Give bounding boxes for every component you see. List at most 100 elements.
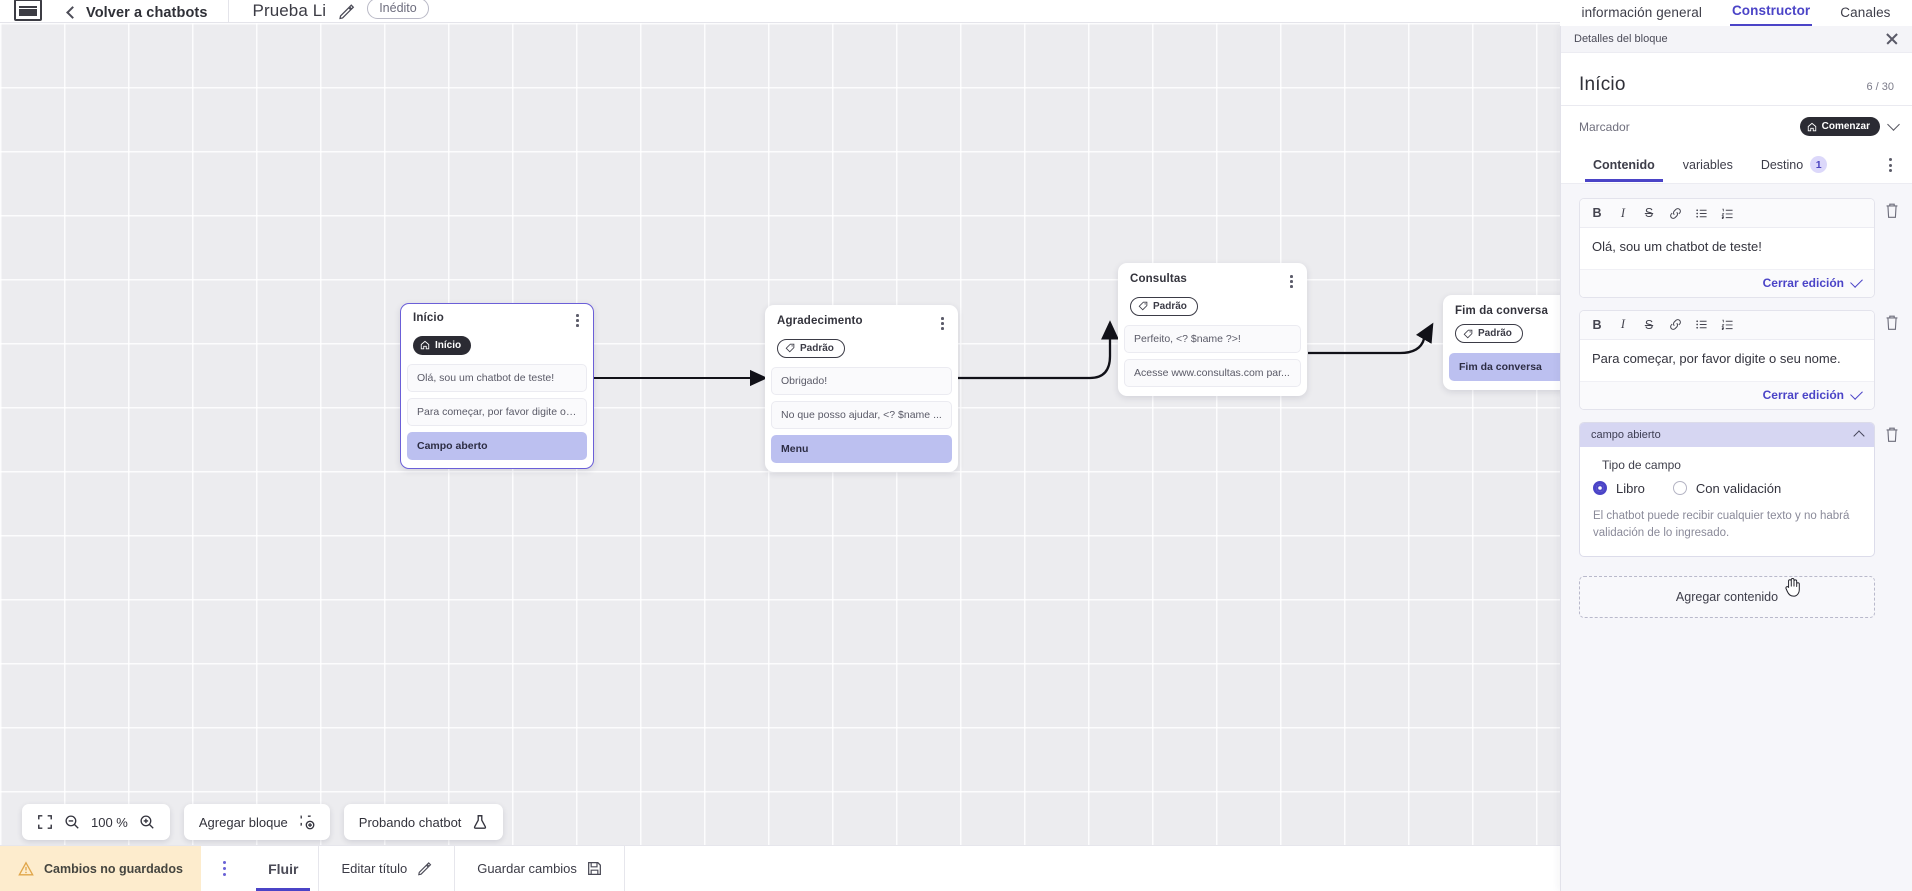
- tab-contenido[interactable]: Contenido: [1579, 149, 1669, 182]
- bullet-list-icon[interactable]: [1688, 202, 1714, 224]
- fit-screen-icon[interactable]: [37, 814, 53, 830]
- panel-strip-label: Detalles del bloque: [1574, 33, 1668, 45]
- add-content-button[interactable]: Agregar contenido: [1579, 576, 1875, 619]
- node-badge-default: Padrão: [1455, 324, 1523, 343]
- zoom-in-icon[interactable]: [139, 814, 155, 830]
- richtext-content[interactable]: Olá, sou um chatbot de teste!: [1580, 228, 1874, 269]
- node-kebab-menu-icon[interactable]: [574, 312, 581, 329]
- trash-icon[interactable]: [1884, 426, 1900, 443]
- link-icon[interactable]: [1662, 314, 1688, 336]
- node-item-list: Perfeito, <? $name ?>! Acesse www.consul…: [1118, 325, 1307, 388]
- tab-fluir[interactable]: Fluir: [248, 846, 318, 891]
- tab-constructor[interactable]: Constructor: [1729, 3, 1813, 26]
- numbered-list-icon[interactable]: [1714, 314, 1740, 336]
- home-icon: [420, 341, 430, 350]
- node-kebab-menu-icon[interactable]: [1288, 273, 1295, 290]
- details-kebab-menu-icon[interactable]: [1879, 150, 1902, 180]
- node-item[interactable]: Obrigado!: [771, 367, 952, 396]
- content-block-richtext: B I S: [1579, 309, 1900, 410]
- tab-canales[interactable]: Canales: [1840, 5, 1891, 20]
- flow-node-fim-da-conversa[interactable]: Fim da conversa Padrão Fim da conversa: [1443, 295, 1562, 390]
- pencil-icon[interactable]: [338, 3, 355, 20]
- add-block-button[interactable]: Agregar bloque: [183, 804, 330, 840]
- flow-node-agradecimento[interactable]: Agradecimento Padrão Obrigado! No que po…: [765, 305, 958, 473]
- link-icon[interactable]: [1662, 202, 1688, 224]
- node-item[interactable]: Menu: [771, 435, 952, 464]
- char-count-label: 6 / 30: [1866, 81, 1894, 93]
- bold-icon[interactable]: B: [1592, 317, 1602, 332]
- chevron-down-icon[interactable]: [1887, 118, 1900, 131]
- tab-destino-label: Destino: [1760, 157, 1804, 172]
- add-block-icon: [300, 815, 315, 830]
- node-item[interactable]: No que posso ajudar, <? $name ...: [771, 401, 952, 430]
- trash-icon[interactable]: [1884, 202, 1900, 219]
- app-logo[interactable]: [0, 0, 56, 22]
- radio-icon-selected[interactable]: [1593, 481, 1607, 496]
- bottom-kebab-menu-icon[interactable]: [201, 846, 248, 891]
- trash-icon[interactable]: [1884, 314, 1900, 331]
- node-badge-label: Padrão: [800, 342, 834, 354]
- top-header-bar: Volver a chatbots Prueba Li Inédito: [0, 0, 1912, 23]
- node-kebab-menu-icon[interactable]: [939, 315, 946, 332]
- tab-variables-label: variables: [1682, 157, 1733, 172]
- app-logo-icon: [14, 0, 42, 21]
- node-title: Início: [413, 312, 444, 325]
- richtext-toolbar: B I S: [1580, 199, 1874, 228]
- flow-canvas[interactable]: Início Início Olá, sou um chatbot de tes…: [0, 23, 1562, 868]
- save-changes-button[interactable]: Guardar cambios: [455, 846, 625, 891]
- richtext-content[interactable]: Para começar, por favor digite o seu nom…: [1580, 339, 1874, 381]
- node-item-list: Obrigado! No que posso ajudar, <? $name …: [765, 367, 958, 464]
- home-icon: [1807, 122, 1816, 131]
- radio-option-libro[interactable]: Libro: [1593, 481, 1645, 496]
- node-item[interactable]: Perfeito, <? $name ?>!: [1124, 325, 1301, 354]
- node-badge-row: Padrão: [765, 332, 958, 359]
- flask-icon: [474, 815, 487, 829]
- marker-control[interactable]: Comenzar: [1799, 117, 1900, 136]
- zoom-controls[interactable]: 100 %: [22, 804, 170, 840]
- node-item[interactable]: Acesse www.consultas.com par...: [1124, 359, 1301, 388]
- node-item[interactable]: Campo aberto: [407, 432, 587, 461]
- test-chatbot-button[interactable]: Probando chatbot: [343, 804, 504, 840]
- block-title-row: Início 6 / 30: [1561, 53, 1912, 106]
- radio-icon-unselected[interactable]: [1672, 481, 1687, 496]
- richtext-toolbar: B I S: [1580, 310, 1874, 340]
- richtext-footer: Cerrar edición: [1580, 268, 1874, 297]
- node-item[interactable]: Para começar, por favor digite o ...: [407, 398, 587, 427]
- marker-value-label: Comenzar: [1821, 121, 1870, 132]
- node-header: Agradecimento: [765, 315, 958, 332]
- italic-icon[interactable]: I: [1620, 317, 1626, 332]
- bullet-list-icon[interactable]: [1688, 314, 1714, 336]
- chevron-up-icon[interactable]: [1853, 430, 1865, 442]
- back-to-chatbots-button[interactable]: Volver a chatbots: [56, 0, 228, 22]
- close-icon[interactable]: [1885, 32, 1899, 46]
- tab-informacion-general[interactable]: información general: [1581, 5, 1702, 20]
- radio-option-con-validacion-label: Con validación: [1695, 480, 1782, 496]
- strikethrough-icon[interactable]: S: [1644, 206, 1654, 220]
- radio-option-con-validacion[interactable]: Con validación: [1672, 480, 1782, 496]
- campo-abierto-header[interactable]: campo abierto: [1580, 422, 1874, 447]
- bold-icon[interactable]: B: [1592, 206, 1602, 220]
- zoom-out-icon[interactable]: [64, 814, 80, 830]
- save-changes-label: Guardar cambios: [477, 861, 577, 876]
- close-edit-button[interactable]: Cerrar edición: [1762, 275, 1844, 290]
- campo-abierto-body: Tipo de campo Libro Con validación E: [1580, 447, 1874, 557]
- node-item[interactable]: Fim da conversa: [1449, 352, 1562, 381]
- node-badge-default: Padrão: [777, 338, 845, 358]
- flow-node-inicio[interactable]: Início Início Olá, sou um chatbot de tes…: [400, 303, 594, 469]
- node-item[interactable]: Olá, sou um chatbot de teste!: [407, 364, 587, 393]
- campo-abierto-card: campo abierto Tipo de campo Libro: [1579, 421, 1875, 558]
- italic-icon[interactable]: I: [1620, 205, 1626, 220]
- flow-node-consultas[interactable]: Consultas Padrão Perfeito, <? $name ?>! …: [1118, 263, 1307, 397]
- numbered-list-icon[interactable]: [1714, 202, 1740, 224]
- marker-label: Marcador: [1579, 119, 1630, 134]
- tag-icon: [1138, 301, 1148, 311]
- marker-value-badge[interactable]: Comenzar: [1799, 117, 1880, 136]
- edit-title-button[interactable]: Editar título: [318, 846, 456, 891]
- close-edit-button[interactable]: Cerrar edición: [1762, 387, 1844, 402]
- tab-destino[interactable]: Destino 1: [1747, 147, 1841, 183]
- node-item-list: Olá, sou um chatbot de teste! Para começ…: [401, 364, 593, 461]
- tab-variables[interactable]: variables: [1669, 149, 1747, 182]
- node-header: Início: [401, 312, 593, 329]
- strikethrough-icon[interactable]: S: [1644, 317, 1654, 332]
- content-block-richtext: B I S: [1579, 198, 1900, 298]
